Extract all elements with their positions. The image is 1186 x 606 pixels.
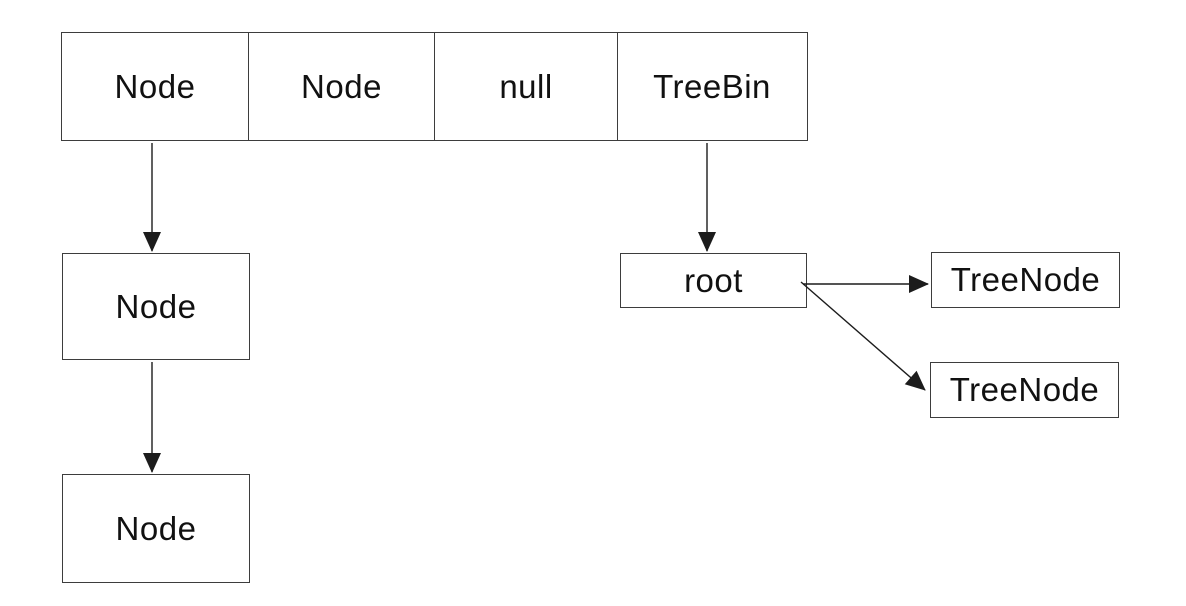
treenode-box-1: TreeNode bbox=[931, 252, 1120, 308]
array-cell-node-1: Node bbox=[247, 32, 436, 141]
arrow-root-to-treenode-2 bbox=[800, 281, 926, 391]
array-cell-treebin: TreeBin bbox=[616, 32, 808, 141]
tree-root-box: root bbox=[620, 253, 807, 308]
treenode-box-2: TreeNode bbox=[930, 362, 1119, 418]
array-cell-null: null bbox=[434, 32, 618, 141]
chain-node-box-1: Node bbox=[62, 253, 250, 360]
bucket-array: Node Node null TreeBin bbox=[61, 32, 808, 141]
array-cell-node-0: Node bbox=[61, 32, 249, 141]
chain-node-box-2: Node bbox=[62, 474, 250, 583]
